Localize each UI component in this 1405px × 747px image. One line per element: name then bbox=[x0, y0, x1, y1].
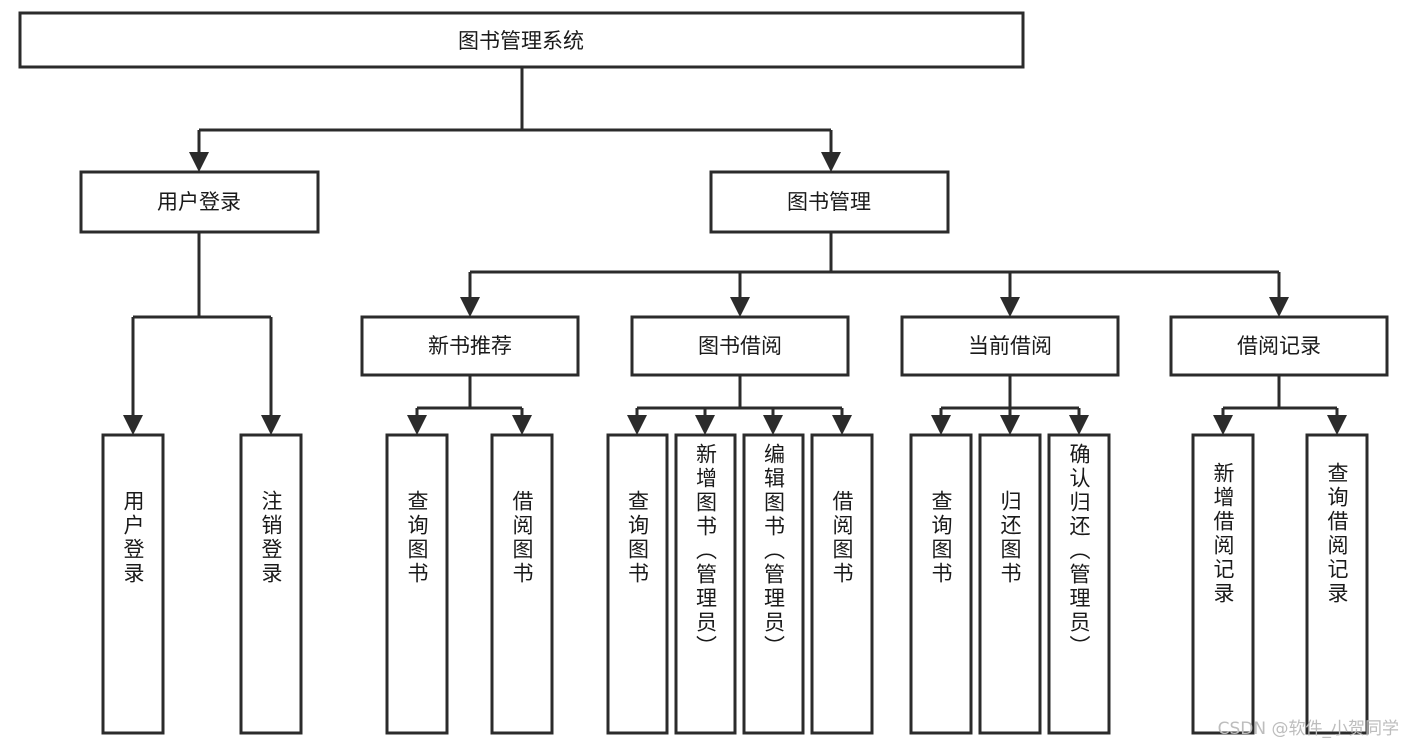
node-user-login-label: 用户登录 bbox=[157, 190, 241, 214]
connector-newbook-to-leaves bbox=[407, 375, 532, 435]
node-book-manage[interactable] bbox=[709, 170, 950, 234]
connector-bookmanage-to-level2 bbox=[460, 232, 1289, 317]
node-leaf-add-record[interactable] bbox=[1191, 433, 1255, 735]
node-leaf-user-login[interactable] bbox=[101, 433, 165, 735]
node-book-borrow-label: 图书借阅 bbox=[698, 334, 782, 358]
node-leaf-query-record[interactable] bbox=[1305, 433, 1369, 735]
node-root[interactable] bbox=[18, 11, 1025, 69]
node-leaf-query-book-1[interactable] bbox=[385, 433, 449, 735]
node-new-book-recommend-label: 新书推荐 bbox=[428, 334, 512, 358]
node-current-borrow-label: 当前借阅 bbox=[968, 334, 1052, 358]
node-leaf-add-book[interactable] bbox=[674, 433, 737, 735]
connector-root-to-level1 bbox=[189, 67, 841, 172]
node-leaf-user-logout[interactable] bbox=[239, 433, 303, 735]
node-leaf-borrow-book-1[interactable] bbox=[490, 433, 554, 735]
node-user-login[interactable] bbox=[79, 170, 320, 234]
connector-userlogin-to-leaves bbox=[123, 232, 281, 435]
node-current-borrow[interactable] bbox=[900, 315, 1120, 377]
node-book-manage-label: 图书管理 bbox=[787, 190, 871, 214]
node-leaf-confirm-return[interactable] bbox=[1047, 433, 1111, 735]
node-root-label: 图书管理系统 bbox=[458, 29, 584, 53]
connector-borrowrecord-to-leaves bbox=[1213, 375, 1347, 435]
node-leaf-borrow-book-2[interactable] bbox=[810, 433, 874, 735]
node-book-borrow[interactable] bbox=[630, 315, 850, 377]
node-borrow-record-label: 借阅记录 bbox=[1237, 334, 1321, 358]
node-leaf-query-book-3[interactable] bbox=[909, 433, 973, 735]
connector-currentborrow-to-leaves bbox=[931, 375, 1089, 435]
node-borrow-record[interactable] bbox=[1169, 315, 1389, 377]
node-leaf-return-book[interactable] bbox=[978, 433, 1042, 735]
node-new-book-recommend[interactable] bbox=[360, 315, 580, 377]
connector-bookborrow-to-leaves bbox=[627, 375, 852, 435]
node-leaf-query-book-2[interactable] bbox=[606, 433, 669, 735]
node-leaf-edit-book[interactable] bbox=[742, 433, 805, 735]
